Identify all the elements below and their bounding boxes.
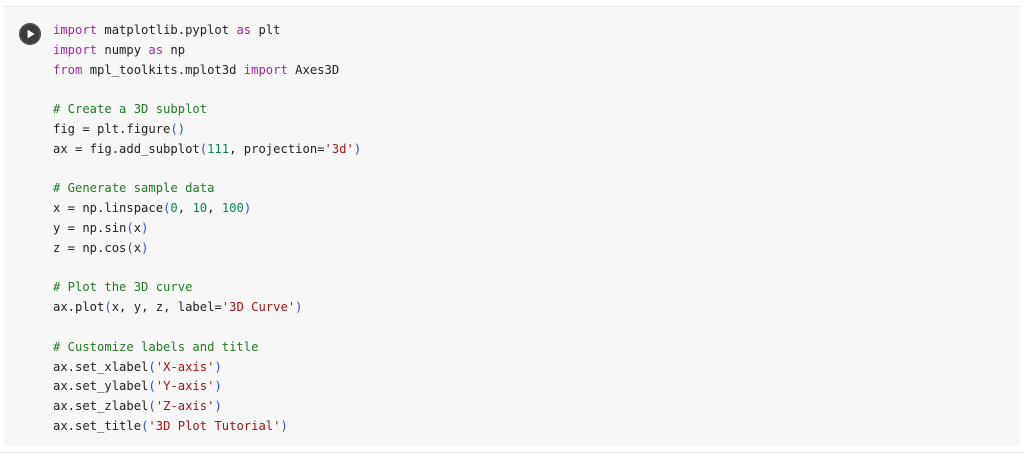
bracket-token: ( bbox=[199, 141, 208, 156]
code-token: ax.set_zlabel bbox=[53, 399, 149, 414]
comment-token: # Customize labels and title bbox=[53, 339, 259, 354]
bracket-token: ) bbox=[214, 399, 222, 414]
play-icon bbox=[19, 23, 41, 45]
code-line bbox=[53, 318, 361, 338]
code-line: ax = fig.add_subplot(111, projection='3d… bbox=[53, 140, 361, 160]
code-token: matplotlib.pyplot bbox=[97, 23, 237, 37]
code-line: import matplotlib.pyplot as plt bbox=[53, 21, 361, 41]
keyword-token: as bbox=[236, 23, 252, 37]
code-line: x = np.linspace(0, 10, 100) bbox=[53, 199, 361, 219]
code-token: plt bbox=[251, 23, 281, 37]
keyword-token: import bbox=[53, 42, 98, 57]
bracket-token: ) bbox=[141, 240, 149, 255]
bracket-token: ) bbox=[141, 220, 149, 235]
bracket-token: ( bbox=[148, 379, 156, 394]
bracket-token: ( bbox=[126, 220, 134, 235]
number-token: 111 bbox=[207, 141, 230, 156]
code-line: ax.plot(x, y, z, label='3D Curve') bbox=[53, 298, 361, 318]
cell-divider bbox=[0, 452, 1024, 453]
code-line: # Generate sample data bbox=[53, 179, 361, 199]
string-token: '3d' bbox=[324, 141, 354, 156]
code-token: ax.set_ylabel bbox=[53, 379, 149, 394]
bracket-token: ) bbox=[214, 359, 222, 374]
code-token: mpl_toolkits.mplot3d bbox=[82, 62, 244, 77]
bracket-token: ( bbox=[126, 240, 134, 255]
code-line: y = np.sin(x) bbox=[53, 219, 361, 239]
code-token: z = np.cos bbox=[53, 240, 127, 255]
code-line: import numpy as np bbox=[53, 41, 361, 61]
comment-token: # Generate sample data bbox=[53, 181, 215, 196]
code-line: ax.set_ylabel('Y-axis') bbox=[53, 377, 361, 397]
code-line: # Create a 3D subplot bbox=[53, 100, 361, 120]
code-line: fig = plt.figure() bbox=[53, 120, 361, 140]
bracket-token: ( bbox=[148, 359, 156, 374]
code-token: ax.set_xlabel bbox=[53, 359, 149, 374]
number-token: 100 bbox=[221, 201, 244, 216]
code-token: x bbox=[133, 240, 142, 255]
code-token: ax.plot bbox=[53, 300, 105, 315]
code-token: y = np.sin bbox=[53, 220, 127, 235]
code-token: x bbox=[133, 220, 142, 235]
string-token: '3D Plot Tutorial' bbox=[148, 418, 281, 433]
code-token: ax = fig.add_subplot bbox=[53, 141, 200, 156]
code-token: , bbox=[177, 201, 193, 216]
code-line: ax.set_zlabel('Z-axis') bbox=[53, 397, 361, 417]
code-token: x, y, z, label= bbox=[111, 300, 222, 315]
string-token: 'Z-axis' bbox=[155, 399, 215, 414]
code-token: , projection= bbox=[229, 141, 325, 156]
code-line: z = np.cos(x) bbox=[53, 239, 361, 259]
bracket-token: ) bbox=[280, 418, 288, 433]
code-line bbox=[53, 259, 361, 279]
string-token: 'X-axis' bbox=[155, 359, 215, 374]
keyword-token: import bbox=[243, 62, 288, 77]
keyword-token: from bbox=[53, 62, 83, 77]
bracket-token: ) bbox=[295, 300, 303, 315]
code-line bbox=[53, 80, 361, 100]
keyword-token: as bbox=[148, 42, 164, 57]
code-token: fig = plt.figure bbox=[53, 121, 171, 136]
bracket-token: ( bbox=[148, 399, 156, 414]
number-token: 10 bbox=[192, 201, 208, 216]
string-token: '3D Curve' bbox=[221, 300, 296, 315]
code-line: ax.set_xlabel('X-axis') bbox=[53, 358, 361, 378]
code-line: # Customize labels and title bbox=[53, 338, 361, 358]
bracket-token: ) bbox=[353, 141, 362, 156]
code-token: , bbox=[207, 201, 222, 216]
bracket-token: ( bbox=[104, 300, 112, 315]
comment-token: # Plot the 3D curve bbox=[53, 280, 193, 295]
bracket-token: ( bbox=[141, 418, 149, 433]
code-line bbox=[53, 160, 361, 180]
bracket-token: ( bbox=[163, 201, 171, 216]
code-line: ax.set_title('3D Plot Tutorial') bbox=[53, 417, 361, 437]
code-token: numpy bbox=[97, 42, 149, 57]
bracket-token: ) bbox=[214, 379, 222, 394]
number-token: 0 bbox=[170, 201, 178, 216]
run-cell-button[interactable] bbox=[19, 23, 41, 45]
bracket-token: ) bbox=[243, 201, 252, 216]
bracket-token: () bbox=[170, 121, 186, 136]
code-token: x = np.linspace bbox=[53, 201, 164, 216]
comment-token: # Create a 3D subplot bbox=[53, 102, 208, 117]
code-token: ax.set_title bbox=[53, 418, 142, 433]
code-line: from mpl_toolkits.mplot3d import Axes3D bbox=[53, 61, 361, 81]
string-token: 'Y-axis' bbox=[155, 379, 215, 394]
code-token: Axes3D bbox=[287, 62, 340, 77]
code-token: np bbox=[163, 42, 186, 57]
keyword-token: import bbox=[53, 23, 98, 37]
code-line: # Plot the 3D curve bbox=[53, 278, 361, 298]
